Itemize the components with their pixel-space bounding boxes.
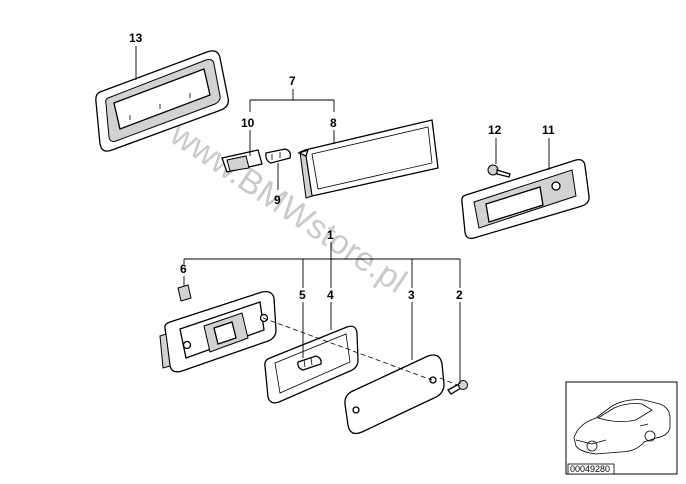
callout-11: 11 xyxy=(542,123,555,137)
part-6-clip xyxy=(177,284,192,302)
part-11-housing xyxy=(461,158,590,240)
car-thumbnail xyxy=(573,399,671,455)
callout-2: 2 xyxy=(456,288,463,302)
vehicle-inset: 00049280 xyxy=(565,381,678,475)
part-9-bulb xyxy=(265,148,292,164)
callout-7: 7 xyxy=(289,74,296,88)
callout-10: 10 xyxy=(241,116,255,130)
part-13-frame xyxy=(95,50,229,152)
callout-9: 9 xyxy=(274,193,281,207)
lamp-housing xyxy=(159,290,277,373)
part-8-lens-strip xyxy=(297,119,439,199)
callout-8: 8 xyxy=(330,116,337,130)
assembly-line xyxy=(439,377,461,387)
part-3-lens xyxy=(344,354,445,435)
callout-4: 4 xyxy=(327,288,334,302)
part-10-socket xyxy=(221,149,263,173)
assembly-line xyxy=(262,317,433,381)
callout-6: 6 xyxy=(180,262,187,276)
callout-1: 1 xyxy=(327,228,334,242)
callout-13: 13 xyxy=(129,31,143,45)
callout-3: 3 xyxy=(408,288,415,302)
callout-12: 12 xyxy=(488,123,502,137)
reference-number: 00049280 xyxy=(570,464,610,474)
part-12-screw xyxy=(487,164,511,178)
part-5-bulb xyxy=(297,355,322,371)
leader-lines xyxy=(135,46,550,384)
callout-5: 5 xyxy=(299,288,306,302)
